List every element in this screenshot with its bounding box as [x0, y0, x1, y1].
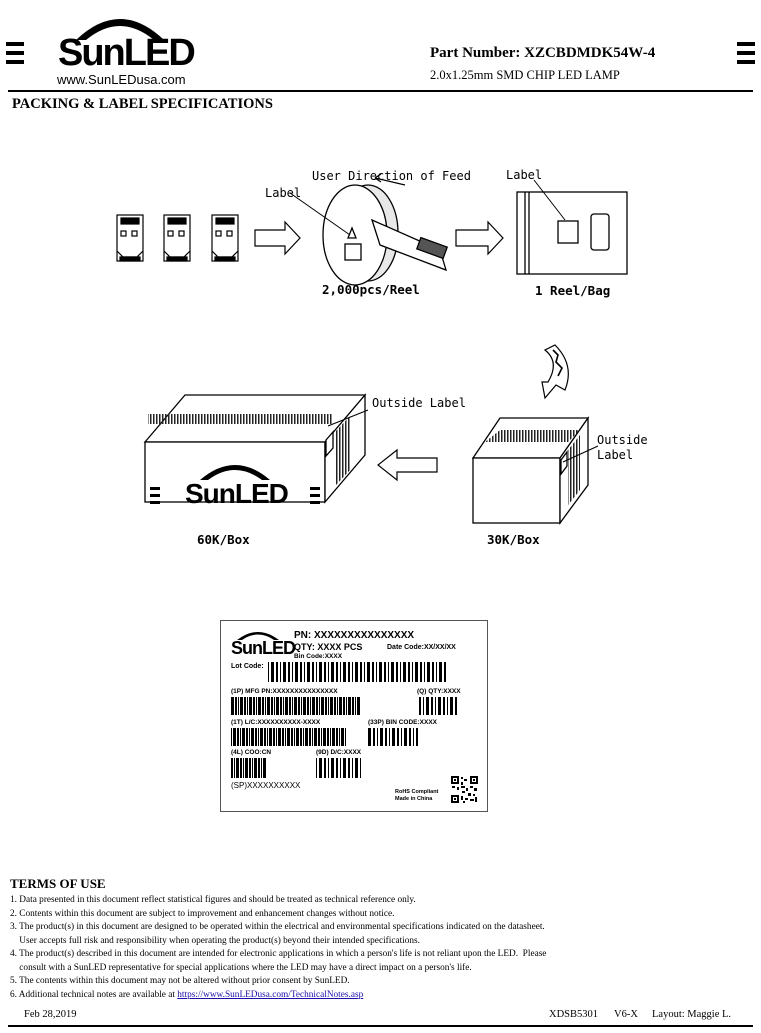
- footer-date: Feb 28,2019: [24, 1009, 77, 1020]
- barcode-bin: [368, 728, 418, 746]
- label-bin: (33P) BIN CODE:XXXX: [368, 719, 437, 726]
- label-lot-code: Lot Code:: [231, 663, 264, 670]
- terms-item: User accepts full risk and responsibilit…: [10, 935, 420, 946]
- label-pn: PN: XXXXXXXXXXXXXXX: [294, 630, 415, 641]
- curved-arrow-icon: [541, 344, 569, 400]
- bag-icon: [516, 191, 628, 275]
- label-bin-code: Bin Code:XXXX: [294, 653, 343, 660]
- terms-item: 3. The product(s) in this document are d…: [10, 922, 545, 932]
- reel-caption: 2,000pcs/Reel: [322, 282, 420, 297]
- bag-label-callout: Label: [506, 168, 543, 182]
- small-box-caption: 30K/Box: [487, 532, 540, 547]
- feed-direction-icon: [374, 177, 406, 186]
- label-dc: (9D) D/C:XXXX: [316, 749, 362, 756]
- footer-layout: Layout: Maggie L.: [652, 1009, 732, 1020]
- terms-list: 1. Data presented in this document refle…: [10, 894, 546, 1002]
- label-mfg-pn: (1P) MFG PN:XXXXXXXXXXXXXXX: [231, 688, 338, 695]
- terms-item: consult with a SunLED representative for…: [10, 962, 472, 973]
- outside-label-small-1: Outside: [597, 433, 648, 447]
- packing-diagram-row1: [116, 173, 628, 400]
- terms-item: 4. The product(s) described in this docu…: [10, 949, 547, 959]
- section-title: PACKING & LABEL SPECIFICATIONS: [12, 96, 273, 112]
- outside-label-small-2: Label: [597, 448, 634, 462]
- terms-item: 5. The contents within this document may…: [10, 976, 350, 986]
- label-rohs: RoHS Compliant: [395, 789, 439, 795]
- qr-code-icon: [451, 776, 478, 803]
- big-box-icon: [143, 393, 369, 504]
- reel-icon: [322, 184, 449, 286]
- reel-label-callout: Label: [265, 186, 302, 200]
- terms-title: TERMS OF USE: [10, 876, 106, 891]
- bag-caption: 1 Reel/Bag: [535, 283, 611, 298]
- arrow-right-icon: [455, 220, 504, 256]
- terms-item-text: 6. Additional technical notes are availa…: [10, 989, 178, 1000]
- led-chip-icon: [116, 214, 239, 262]
- label-lc: (1T) L/C:XXXXXXXXXX-XXXX: [231, 719, 321, 726]
- outside-label-big: Outside Label: [372, 396, 466, 410]
- logo-text: SunLED: [58, 32, 196, 74]
- label-logo: SunLED: [231, 638, 296, 658]
- footer-doc-number: XDSB5301: [549, 1009, 599, 1020]
- logo-arc: [76, 19, 164, 40]
- arrow-right-icon: [254, 220, 301, 256]
- box-menu-icon: [150, 487, 320, 504]
- menu-icon-right: [737, 42, 755, 69]
- label-q-qty: (Q) QTY:XXXX: [417, 688, 461, 695]
- technical-notes-link[interactable]: https://www.SunLEDusa.com/TechnicalNotes…: [177, 989, 364, 1000]
- barcode-lc: [231, 728, 346, 746]
- barcode-lot: [268, 662, 448, 682]
- box-logo: SunLED: [185, 478, 289, 509]
- label-made-in: Made in China: [395, 796, 433, 802]
- site-url[interactable]: www.SunLEDusa.com: [57, 72, 186, 87]
- footer-version: V6-X: [614, 1009, 638, 1020]
- terms-item: 1. Data presented in this document refle…: [10, 895, 416, 905]
- label-coo: (4L) COO:CN: [231, 749, 272, 756]
- label-sp: (SP)XXXXXXXXXX: [231, 781, 301, 790]
- packing-diagram-boxes: [143, 393, 599, 525]
- arrow-left-icon: [377, 448, 438, 482]
- barcode-mfg-pn: [231, 697, 361, 715]
- terms-item-with-link: 6. Additional technical notes are availa…: [10, 989, 546, 1003]
- menu-icon-left: [6, 42, 24, 69]
- big-box-caption: 60K/Box: [197, 532, 250, 547]
- footer-rule: [8, 1025, 753, 1027]
- label-qty: QTY: XXXX PCS: [294, 642, 363, 652]
- barcode-coo: [231, 758, 266, 778]
- barcode-q-qty: [419, 697, 459, 715]
- user-direction-label: User Direction of Feed: [312, 169, 471, 183]
- part-description: 2.0x1.25mm SMD CHIP LED LAMP: [430, 68, 620, 82]
- label-date-code: Date Code:XX/XX/XX: [387, 644, 456, 651]
- label-logo-arc: [237, 632, 279, 640]
- sample-label: SunLED PN: XXXXXXXXXXXXXXX QTY: XXXX PCS…: [220, 620, 488, 812]
- header-rule: [8, 90, 753, 92]
- terms-item: 2. Contents within this document are sub…: [10, 908, 395, 919]
- part-number: Part Number: XZCBDMDK54W-4: [430, 45, 656, 61]
- small-box-icon: [471, 415, 599, 525]
- barcode-dc: [316, 758, 361, 778]
